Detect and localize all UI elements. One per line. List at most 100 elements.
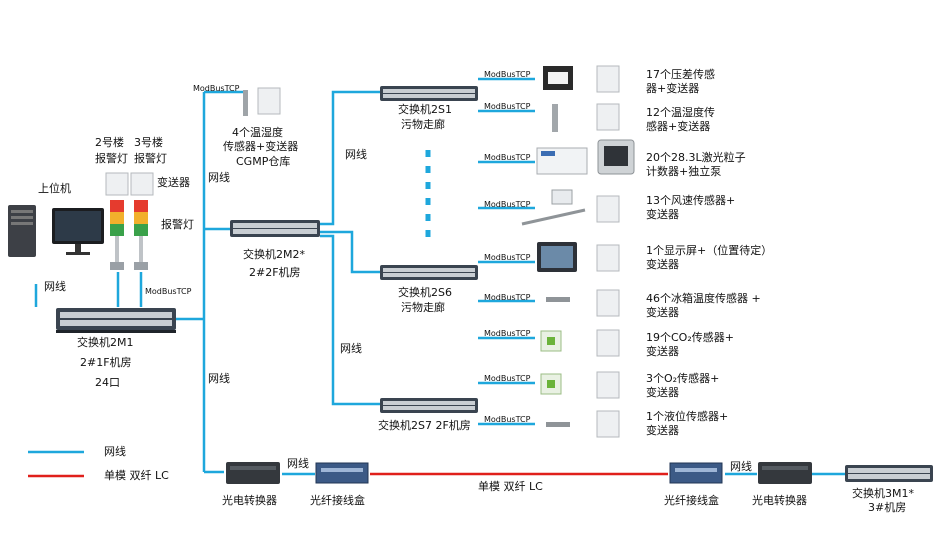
wind-speed-sensor-icon xyxy=(521,189,586,226)
switch-2s1 xyxy=(380,86,478,101)
gmp-label-3: CGMP仓库 xyxy=(236,155,291,168)
modbus-label-left: ModBusTCP xyxy=(145,287,192,296)
alarm-light-label: 报警灯 xyxy=(161,218,194,231)
device-3-line2: 计数器+独立泵 xyxy=(646,165,722,178)
gmp-label-2: 传感器+变送器 xyxy=(223,140,299,153)
device-4-line2: 变送器 xyxy=(646,208,679,221)
device-9-line1: 1个液位传感器+ xyxy=(646,410,729,423)
switch-2s7-name: 交换机2S7 2F机房 xyxy=(378,419,471,432)
converter-right-label: 光电转换器 xyxy=(752,494,807,507)
link-label-host: 网线 xyxy=(44,280,66,293)
switch-3m1 xyxy=(845,465,933,482)
alarm-light-3-icon xyxy=(134,200,148,270)
switch-2m2 xyxy=(230,220,320,237)
transmitter-icon-2 xyxy=(596,103,620,131)
converter-right-icon xyxy=(758,462,812,484)
patch-box-right-icon xyxy=(669,462,723,484)
switch-2m1 xyxy=(56,308,176,333)
modbus-label-row-3: ModBusTCP xyxy=(484,153,531,162)
device-8-line2: 变送器 xyxy=(646,386,679,399)
transmitter-icon-9 xyxy=(596,410,620,438)
link-label-s1: 网线 xyxy=(345,148,367,161)
switch-3m1-room: 3#机房 xyxy=(868,501,907,514)
device-5-line2: 变送器 xyxy=(646,258,679,271)
patch-box-left-icon xyxy=(315,462,369,484)
host-label: 上位机 xyxy=(38,182,71,195)
switch-2s7 xyxy=(380,398,478,413)
legend-network-label: 网线 xyxy=(104,445,126,458)
switch-2m1-ports: 24口 xyxy=(95,376,120,389)
alarm3-label: 3号楼 xyxy=(134,136,163,149)
co2-sensor-icon xyxy=(540,330,562,352)
converter-left-label: 光电转换器 xyxy=(222,494,277,507)
line-2m2-s1 xyxy=(320,90,380,226)
link-label-s7: 网线 xyxy=(340,342,362,355)
modbus-label-row-2: ModBusTCP xyxy=(484,102,531,111)
device-4-line1: 13个风速传感器+ xyxy=(646,194,736,207)
transmitter-icon-4 xyxy=(596,195,620,223)
host-computer-icon xyxy=(8,205,104,257)
device-9-line2: 变送器 xyxy=(646,424,679,437)
switch-2m2-room: 2#2F机房 xyxy=(249,266,301,279)
transmitter-icon-7 xyxy=(596,329,620,357)
vacuum-pump-icon xyxy=(597,139,635,175)
line-2m2-s6 xyxy=(320,230,380,274)
fridge-temp-probe-icon xyxy=(546,297,570,302)
modbus-label-row-9: ModBusTCP xyxy=(484,415,531,424)
device-3-line1: 20个28.3L激光粒子 xyxy=(646,151,746,164)
modbus-label-row-6: ModBusTCP xyxy=(484,293,531,302)
display-screen-icon xyxy=(537,242,577,272)
switch-2s6-area: 污物走廊 xyxy=(401,301,445,314)
switch-3m1-name: 交换机3M1* xyxy=(852,487,914,500)
alarm2b-label: 报警灯 xyxy=(95,152,128,165)
gmp-label-1: 4个温湿度 xyxy=(232,126,283,139)
fiber-label: 单模 双纤 LC xyxy=(478,480,543,493)
device-1-line2: 器+变送器 xyxy=(646,82,700,95)
switch-2m1-room: 2#1F机房 xyxy=(80,356,132,369)
switch-2m1-name: 交换机2M1 xyxy=(77,336,134,349)
pressure-sensor-icon xyxy=(543,66,573,90)
switch-2s1-area: 污物走廊 xyxy=(401,118,445,131)
converter-left-icon xyxy=(226,462,280,484)
transmitter-icon-6 xyxy=(596,289,620,317)
switch-2s6-name: 交换机2S6 xyxy=(398,286,452,299)
device-6-line1: 46个冰箱温度传感器 + xyxy=(646,292,761,305)
alarm3b-label: 报警灯 xyxy=(134,152,167,165)
temp-humidity-probe-icon xyxy=(552,104,558,132)
alarm-light-2-icon xyxy=(110,200,124,270)
o2-sensor-icon xyxy=(540,373,562,395)
device-2-line1: 12个温湿度传 xyxy=(646,106,715,119)
device-6-line2: 变送器 xyxy=(646,306,679,319)
link-label-trunk-top: 网线 xyxy=(208,171,230,184)
link-label-bottom-right: 网线 xyxy=(730,460,752,473)
level-sensor-icon xyxy=(546,422,570,427)
link-label-trunk-bottom: 网线 xyxy=(208,372,230,385)
link-label-bottom-left: 网线 xyxy=(287,457,309,470)
transmitter-label: 变送器 xyxy=(157,176,190,189)
transmitter-left-icons xyxy=(105,172,154,196)
transmitter-icon-1 xyxy=(596,65,620,93)
modbus-label-row-1: ModBusTCP xyxy=(484,70,531,79)
transmitter-icon-8 xyxy=(596,371,620,399)
modbus-label-row-5: ModBusTCP xyxy=(484,253,531,262)
patch-left-label: 光纤接线盒 xyxy=(310,494,365,507)
device-2-line2: 感器+变送器 xyxy=(646,120,711,133)
modbus-label-row-4: ModBusTCP xyxy=(484,200,531,209)
gmp-sensor-icon xyxy=(243,87,281,116)
alarm2-label: 2号楼 xyxy=(95,136,124,149)
switch-2s1-name: 交换机2S1 xyxy=(398,103,452,116)
device-8-line1: 3个O₂传感器+ xyxy=(646,372,720,385)
device-7-line1: 19个CO₂传感器+ xyxy=(646,331,734,344)
device-icons xyxy=(521,65,635,438)
line-2m2-s7 xyxy=(320,234,380,406)
particle-counter-icon xyxy=(536,147,588,175)
switch-2m2-name: 交换机2M2* xyxy=(243,248,305,261)
modbus-label-gmp: ModBusTCP xyxy=(193,84,240,93)
legend-singlemode-label: 单模 双纤 LC xyxy=(104,469,169,482)
modbus-label-row-7: ModBusTCP xyxy=(484,329,531,338)
device-7-line2: 变送器 xyxy=(646,345,679,358)
device-1-line1: 17个压差传感 xyxy=(646,68,715,81)
device-5-line1: 1个显示屏+（位置待定） xyxy=(646,244,773,257)
